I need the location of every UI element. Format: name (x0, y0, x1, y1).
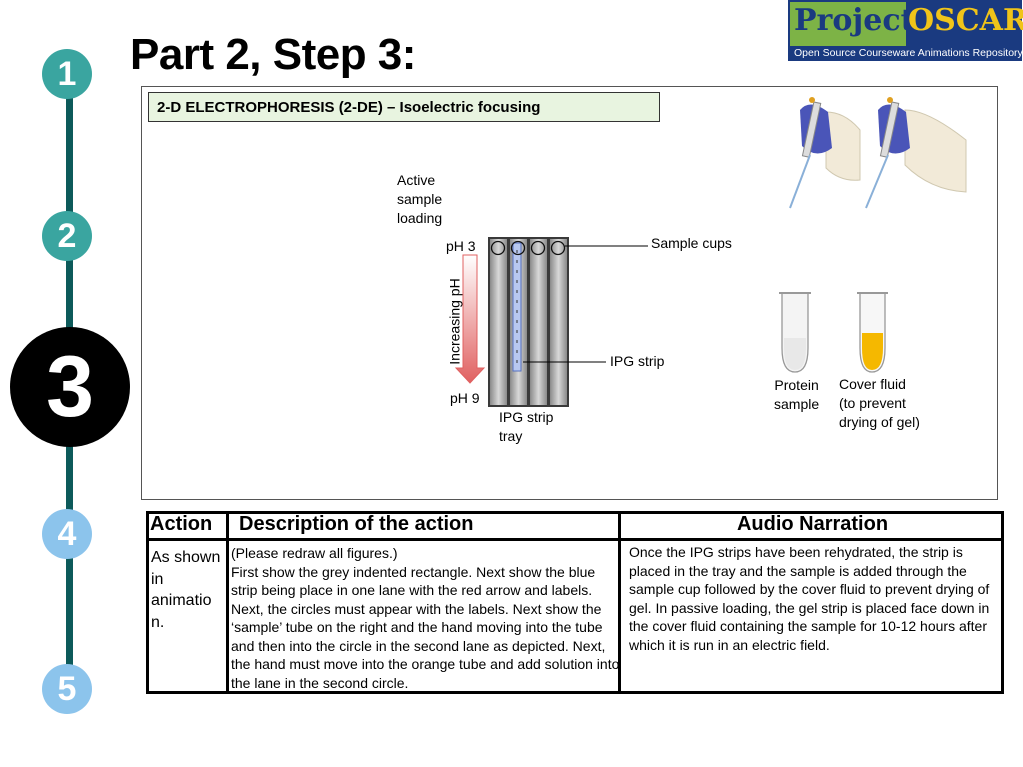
ph3-label: pH 3 (446, 237, 476, 256)
pipette-hand-icon (790, 97, 860, 208)
table-col-divider (226, 511, 229, 694)
ipg-strip-tray (488, 237, 569, 407)
action-header: Action (150, 513, 212, 536)
action-cell: As shown in animatio n. (151, 547, 223, 633)
narration-header: Audio Narration (621, 513, 1004, 536)
ipg-strip-tray-label: IPG strip tray (499, 408, 553, 446)
ipg-strip (513, 243, 521, 371)
protein-sample-tube-icon (779, 293, 811, 372)
description-header: Description of the action (239, 513, 473, 536)
ph9-label: pH 9 (450, 389, 480, 408)
description-cell: (Please redraw all figures.) First show … (231, 544, 623, 692)
protein-sample-label: Protein sample (774, 376, 819, 414)
table-header-divider (146, 538, 1004, 541)
increasing-ph-label: Increasing pH (446, 272, 465, 372)
sample-cups-label: Sample cups (651, 234, 732, 253)
ipg-strip-label: IPG strip (610, 352, 664, 371)
narration-cell: Once the IPG strips have been rehydrated… (629, 543, 993, 654)
pipette-hand-icon (866, 97, 966, 208)
cover-fluid-label: Cover fluid (to prevent drying of gel) (839, 375, 920, 432)
active-sample-loading-label: Active sample loading (397, 171, 442, 228)
cover-fluid-tube-icon (857, 293, 888, 372)
